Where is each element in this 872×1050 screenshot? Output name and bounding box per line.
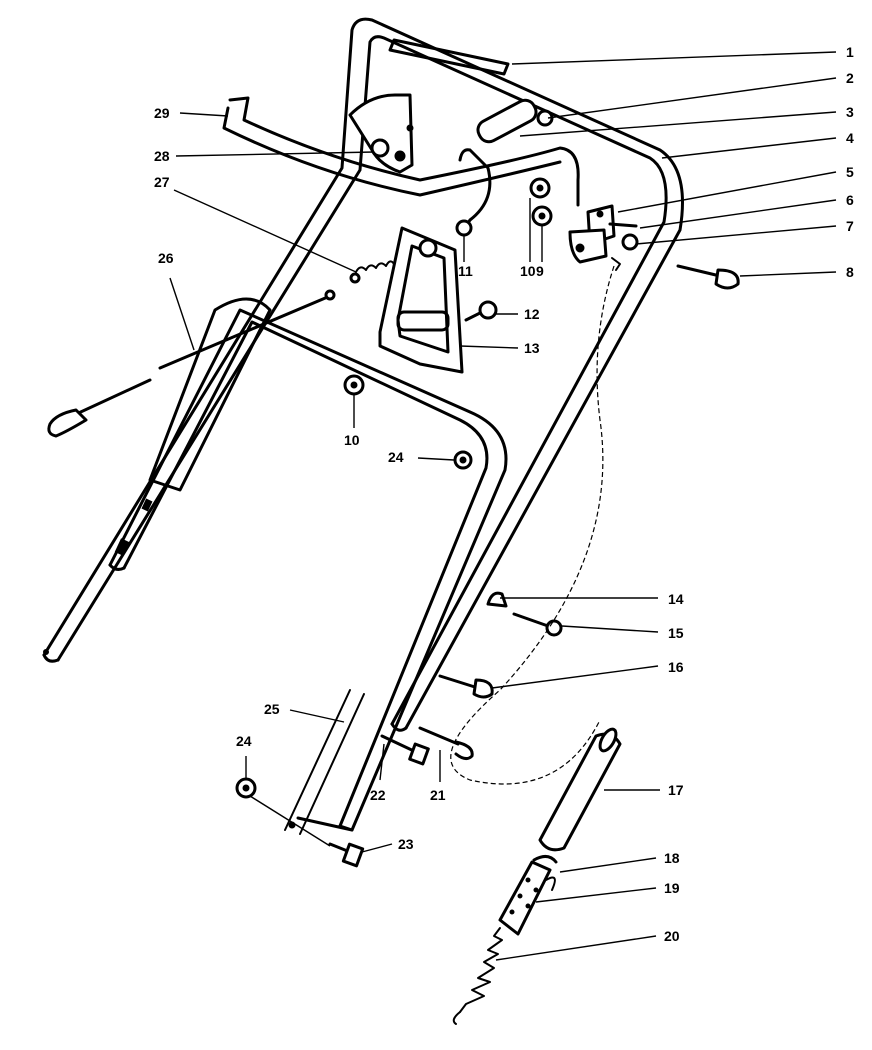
screw-15 [512, 612, 563, 637]
callout-8: 8 [846, 264, 854, 280]
carriage-bolt-8 [676, 264, 740, 290]
screw-12 [464, 300, 498, 322]
callout-2: 2 [846, 70, 854, 86]
throttle-rod [47, 289, 336, 438]
washer-11 [455, 219, 473, 237]
callout-28: 28 [154, 148, 170, 164]
callout-12: 12 [524, 306, 540, 322]
left-bracket [148, 297, 272, 492]
callout-29: 29 [154, 105, 170, 121]
cable [450, 257, 621, 785]
callout-24-lower: 24 [236, 733, 252, 749]
bolt-22 [380, 734, 430, 766]
callout-7: 7 [846, 218, 854, 234]
bolt-23 [328, 842, 365, 868]
carriage-bolt-16 [438, 674, 494, 699]
callout-15: 15 [668, 625, 684, 641]
callout-6: 6 [846, 192, 854, 208]
switch-bracket [568, 204, 639, 264]
nut-24-upper [453, 450, 473, 470]
callout-10-upper: 10 [520, 263, 536, 279]
spring-27 [349, 260, 395, 284]
callout-27: 27 [154, 174, 170, 190]
callout-22: 22 [370, 787, 386, 803]
washer-9 [531, 205, 553, 227]
clip-18 [532, 855, 558, 891]
callout-21: 21 [430, 787, 446, 803]
callout-10-lower: 10 [344, 432, 360, 448]
cable-clip-14 [486, 591, 508, 608]
nut-10-upper [529, 177, 551, 199]
bail-pivot-bracket [348, 93, 414, 174]
callout-3: 3 [846, 104, 854, 120]
nut-10-lower [343, 374, 365, 396]
callout-24-upper: 24 [388, 449, 404, 465]
eye-bolt-21 [418, 726, 474, 761]
callout-4: 4 [846, 130, 854, 146]
spring-20 [452, 927, 503, 1025]
callout-23: 23 [398, 836, 414, 852]
callout-25: 25 [264, 701, 280, 717]
control-lever [458, 98, 538, 234]
callout-18: 18 [664, 850, 680, 866]
callout-20: 20 [664, 928, 680, 944]
leader-lines [169, 51, 837, 961]
callout-labels: 1 2 3 4 5 6 7 8 9 10 10 11 12 13 14 15 1… [154, 44, 854, 944]
throttle-bracket [378, 226, 464, 374]
nut-24-lower [235, 777, 257, 799]
lower-handle [108, 308, 508, 835]
hand-grip [388, 38, 510, 76]
callout-17: 17 [668, 782, 684, 798]
perforated-tube-19 [498, 860, 552, 936]
callout-9: 9 [536, 263, 544, 279]
starter-grip-17 [538, 727, 622, 852]
callout-11: 11 [458, 263, 473, 279]
callout-5: 5 [846, 164, 854, 180]
callout-14: 14 [668, 591, 684, 607]
callout-16: 16 [668, 659, 684, 675]
callout-26: 26 [158, 250, 174, 266]
callout-13: 13 [524, 340, 540, 356]
callout-1: 1 [846, 44, 854, 60]
control-bail [222, 96, 580, 207]
callout-19: 19 [664, 880, 680, 896]
upper-handle [42, 17, 684, 732]
